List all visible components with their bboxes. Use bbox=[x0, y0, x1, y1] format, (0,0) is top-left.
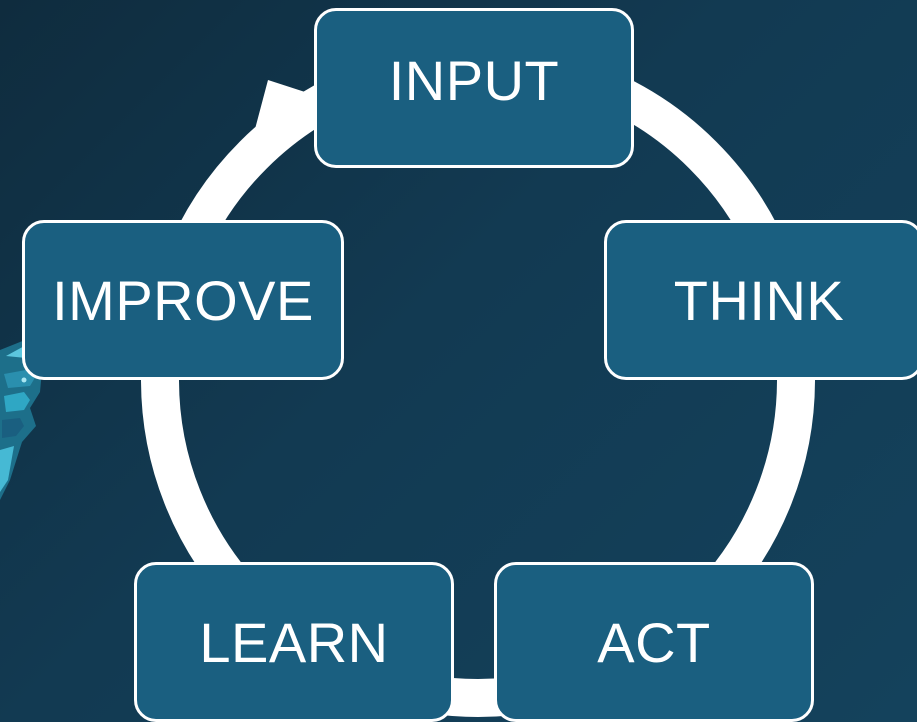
stage-act-box[interactable]: ACT bbox=[494, 562, 814, 722]
stage-input-label: INPUT bbox=[388, 48, 560, 112]
stage-learn-label: LEARN bbox=[199, 610, 389, 674]
stage-improve-label: IMPROVE bbox=[52, 268, 314, 332]
stage-act-label: ACT bbox=[597, 610, 711, 674]
cycle-arrowhead bbox=[250, 80, 305, 148]
stage-input-box[interactable]: INPUT bbox=[314, 8, 634, 168]
stage-improve-box[interactable]: IMPROVE bbox=[22, 220, 344, 380]
stage-think-box[interactable]: THINK bbox=[604, 220, 917, 380]
stage-think-label: THINK bbox=[673, 268, 845, 332]
stage-learn-box[interactable]: LEARN bbox=[134, 562, 454, 722]
